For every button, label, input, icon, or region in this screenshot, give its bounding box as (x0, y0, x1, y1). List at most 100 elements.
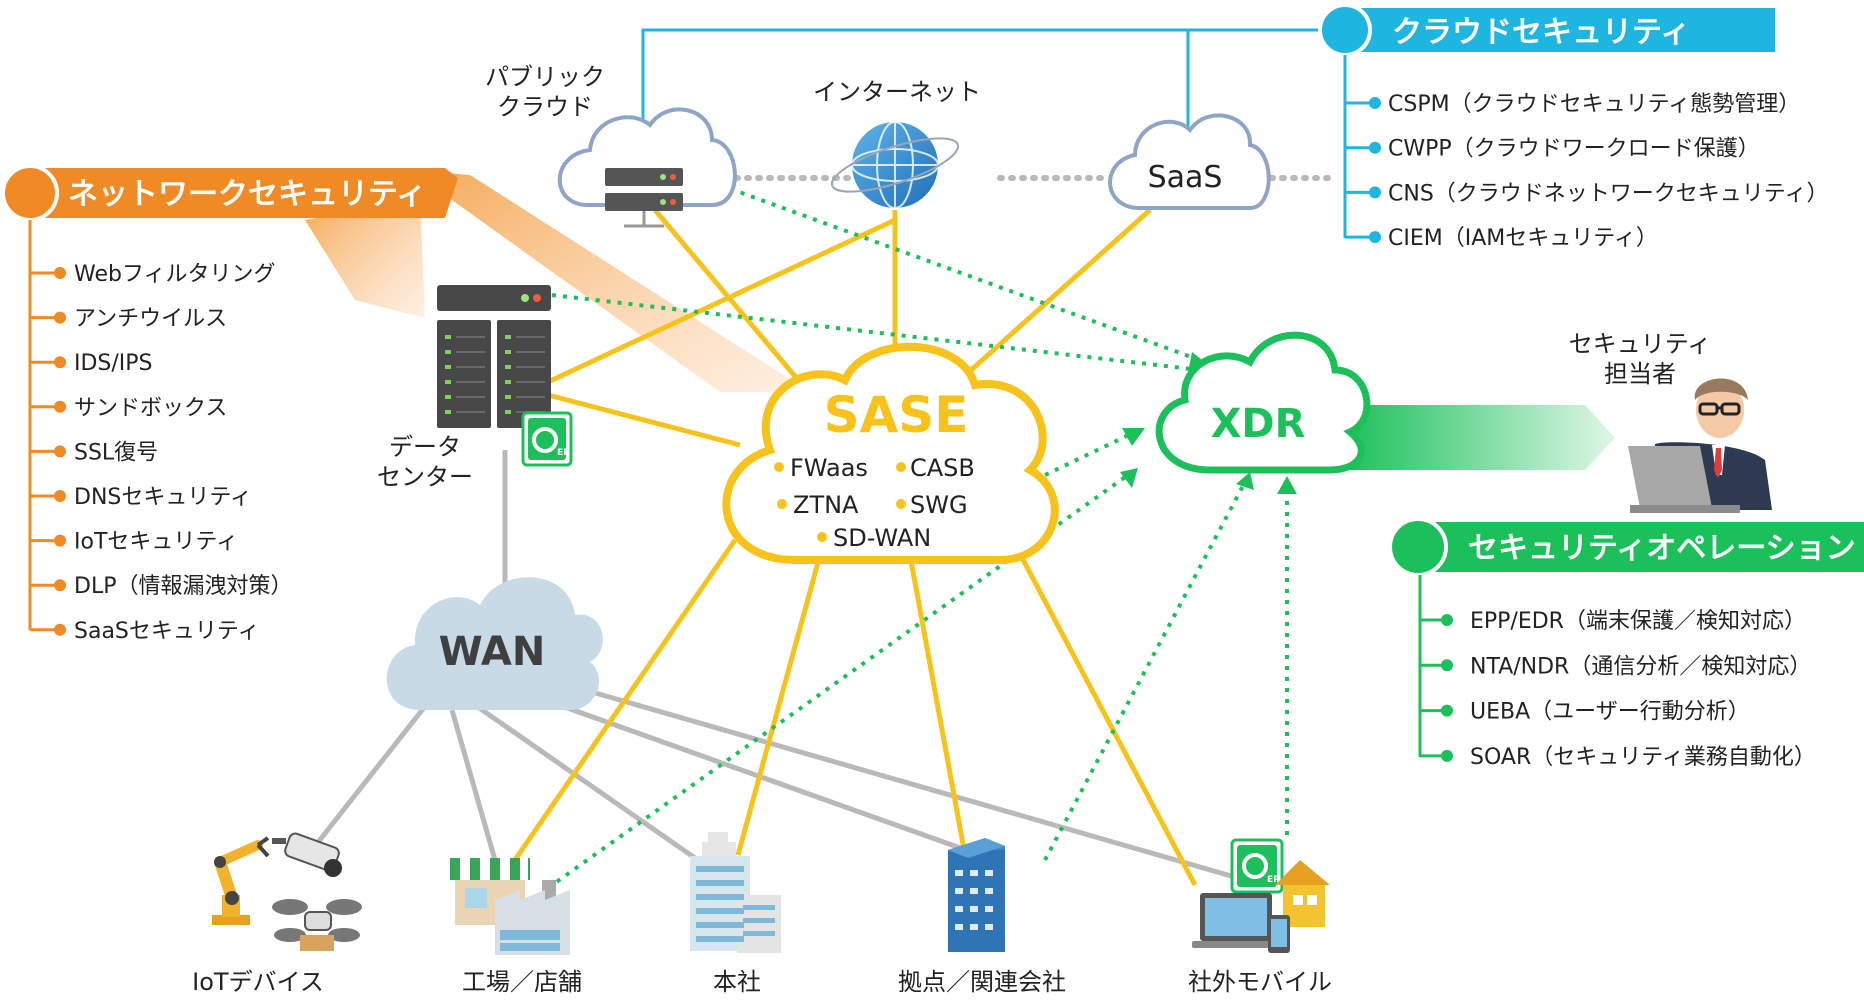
ep-badge-text: EP (557, 448, 570, 458)
cloud-security-bullet (1369, 186, 1381, 199)
staff-label-1: セキュリティ (1569, 330, 1712, 358)
network-security-bullet (54, 623, 66, 636)
network-security-bullet (54, 400, 66, 413)
cloud-security-title: クラウドセキュリティ (1392, 15, 1690, 50)
sase-feature-casb: CASB (910, 454, 975, 482)
network-security-bullet (54, 445, 66, 458)
cloud-security-connector (641, 28, 1320, 130)
network-security-item: Webフィルタリング (74, 262, 276, 287)
network-security-item: アンチウイルス (74, 307, 227, 332)
branch-node: 拠点／関連会社 (898, 838, 1066, 996)
network-arrow-to-datacenter (305, 200, 425, 318)
network-security-banner (30, 168, 458, 218)
cloud-security-item: CSPM（クラウドセキュリティ態勢管理） (1388, 92, 1800, 117)
branch-building-icon (948, 838, 1005, 952)
network-security-dot (1, 164, 59, 222)
security-operations-item: EPP/EDR（端末保護／検知対応） (1470, 609, 1806, 634)
security-operations-item: UEBA（ユーザー行動分析） (1470, 700, 1750, 725)
cloud-security-items: CSPM（クラウドセキュリティ態勢管理） CWPP（クラウドワークロード保護） CN… (1345, 92, 1828, 251)
network-security-item: SSL復号 (74, 440, 158, 465)
office-building-icon (690, 832, 781, 953)
sase-feature-sdwan: SD-WAN (833, 524, 931, 552)
sase-title: SASE (824, 386, 969, 444)
security-operations-title: セキュリティオペレーション (1468, 531, 1856, 566)
cloud-security-bullet (1369, 97, 1381, 109)
cloud-shape (1108, 113, 1271, 210)
sase-cloud-node: SASE FWaas CASB ZTNA SWG SD-WAN (722, 342, 1059, 564)
network-security-item: IoTセキュリティ (74, 530, 238, 555)
xdr-cloud-node: XDR (1155, 331, 1371, 474)
branch-label: 拠点／関連会社 (898, 968, 1066, 996)
staff-label-2: 担当者 (1604, 360, 1676, 388)
network-security-title: ネットワークセキュリティ (68, 177, 426, 212)
datacenter-node: EP データ センター (377, 285, 573, 491)
factory-icon (495, 880, 570, 955)
sase-links (505, 208, 1198, 887)
network-security-bullet (54, 311, 66, 324)
network-arrow-to-sase (410, 170, 810, 392)
security-operations-item: SOAR（セキュリティ業務自動化） (1470, 745, 1816, 770)
cloud-security-banner (1345, 8, 1775, 52)
cloud-shape (1155, 331, 1371, 474)
cloud-security-panel: クラウドセキュリティ CSPM（クラウドセキュリティ態勢管理） CWPP（クラウド… (1318, 3, 1828, 251)
security-operations-bullet (1441, 659, 1453, 672)
saas-cloud-node: SaaS (1108, 113, 1271, 210)
mobile-label: 社外モバイル (1188, 968, 1332, 996)
network-security-item: サンドボックス (74, 396, 227, 421)
xdr-telemetry-links (546, 183, 1289, 890)
wan-cloud-node: WAN (386, 577, 603, 710)
ep-badge-text: EP (1267, 875, 1280, 885)
security-operations-bullet (1441, 614, 1453, 626)
wan-links (306, 450, 1246, 883)
sase-feature-swg: SWG (910, 491, 968, 519)
datacenter-server-icon (437, 285, 551, 428)
network-security-item: DLP（情報漏洩対策） (74, 574, 292, 599)
security-operations-items: EPP/EDR（端末保護／検知対応） NTA/NDR（通信分析／検知対応） UEBA… (1420, 609, 1816, 770)
datacenter-label-1: データ (389, 433, 461, 461)
security-operations-dot (1388, 517, 1448, 577)
cloud-security-dot (1318, 3, 1372, 57)
security-operations-banner (1420, 522, 1864, 572)
xdr-to-staff-arrow (1345, 405, 1615, 470)
hq-label: 本社 (713, 968, 761, 996)
mobile-node: EP 社外モバイル (1188, 838, 1332, 996)
network-security-items: WebフィルタリングアンチウイルスIDS/IPSサンドボックスSSL復号DNSセ… (30, 262, 292, 644)
laptop-icon (1628, 446, 1740, 513)
network-security-item: IDS/IPS (74, 351, 153, 376)
hq-node: 本社 (690, 832, 781, 996)
camera-icon (272, 832, 342, 877)
drone-icon (272, 899, 362, 951)
server-icon (605, 168, 683, 228)
public-cloud-label-2: クラウド (497, 93, 593, 121)
network-security-bullet (54, 356, 66, 369)
cloud-security-bullet (1369, 231, 1381, 244)
xdr-label: XDR (1211, 401, 1306, 447)
security-operations-item: NTA/NDR（通信分析／検知対応） (1470, 654, 1811, 679)
internet-label: インターネット (813, 78, 981, 106)
security-staff-node: セキュリティ 担当者 (1569, 330, 1772, 513)
cloud-security-item: CNS（クラウドネットワークセキュリティ） (1388, 181, 1828, 206)
security-operations-panel: セキュリティオペレーション EPP/EDR（端末保護／検知対応） NTA/NDR（… (1388, 517, 1864, 770)
sase-feature-ztna: ZTNA (793, 491, 859, 519)
public-cloud-label-1: パブリック (485, 63, 605, 91)
cloud-security-item: CIEM（IAMセキュリティ） (1388, 226, 1658, 251)
saas-label: SaaS (1148, 160, 1223, 195)
sase-feature-fwaas: FWaas (790, 454, 868, 482)
network-security-bullet (54, 267, 66, 279)
cloud-security-bullet (1369, 141, 1381, 154)
wan-label: WAN (439, 629, 546, 675)
network-security-bullet (54, 579, 66, 592)
factory-label: 工場／店舗 (462, 968, 582, 996)
cloud-shape (386, 577, 603, 710)
cloud-security-item: CWPP（クラウドワークロード保護） (1388, 137, 1760, 162)
public-cloud-node: パブリック クラウド (485, 63, 737, 228)
factory-shop-node: 工場／店舗 (450, 858, 582, 996)
network-security-item: SaaSセキュリティ (74, 619, 260, 644)
datacenter-label-2: センター (377, 463, 473, 491)
ep-badge-datacenter: EP (521, 411, 573, 467)
iot-label: IoTデバイス (192, 968, 324, 996)
laptop-icon (1192, 893, 1280, 948)
